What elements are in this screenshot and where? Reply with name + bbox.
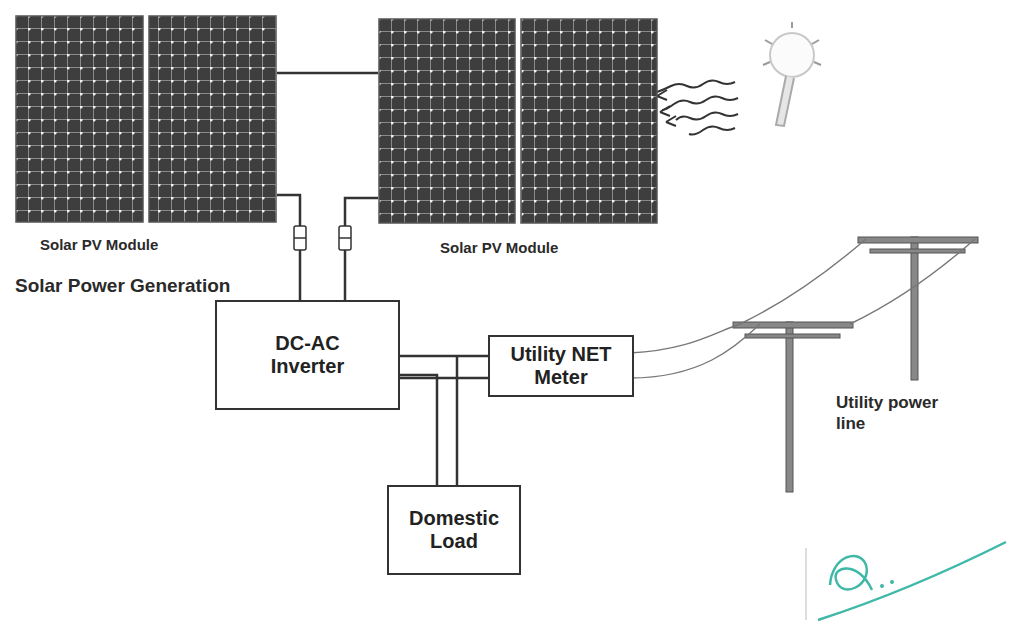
pv-cell-grid [521, 19, 657, 223]
sun-symbol [763, 22, 821, 126]
part-label: Utility power line [836, 392, 961, 435]
utility-pole [733, 237, 978, 492]
pv-panel [15, 15, 277, 223]
fuse-symbol [294, 226, 351, 250]
process-box: DC-AC Inverter [215, 300, 400, 410]
pv-panel [378, 18, 658, 224]
pv-cell-grid [16, 16, 143, 222]
module-label: Solar PV Module [40, 236, 158, 253]
solar-module: Solar PV Module [378, 18, 658, 256]
wire-line [277, 72, 378, 75]
pv-cell-grid [379, 19, 515, 223]
section-label: Solar Power Generation [15, 274, 230, 298]
box-label: DC-AC Inverter [253, 332, 363, 378]
module-label: Solar PV Module [440, 239, 558, 256]
box-label: Domestic Load [399, 507, 509, 553]
wire-line [400, 355, 488, 358]
pv-cell-grid [149, 16, 276, 222]
power-wire [630, 239, 975, 378]
process-box: Domestic Load [387, 485, 521, 575]
process-box: Utility NET Meter [488, 335, 634, 397]
sun-rays [657, 80, 738, 134]
box-label: Utility NET Meter [500, 343, 622, 389]
wire-line [456, 355, 459, 485]
wire-connector [277, 73, 378, 74]
signature-mark [806, 542, 1006, 620]
wire-line [400, 375, 437, 485]
solar-module: Solar PV Module [15, 15, 277, 255]
wire-line [400, 377, 488, 380]
wire-connector [400, 355, 457, 485]
